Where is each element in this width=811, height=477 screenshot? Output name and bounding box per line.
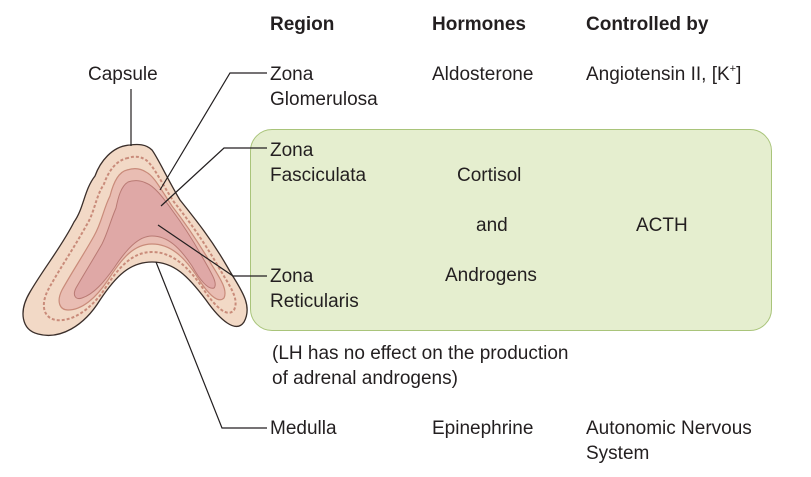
fasciculata-region-line2: Fasciculata (270, 165, 367, 186)
androgens-hormone: Androgens (445, 265, 537, 286)
region-header: Region (270, 14, 335, 35)
glomerulosa-hormone: Aldosterone (432, 64, 534, 85)
potassium-charge-superscript: + (729, 62, 737, 75)
fasciculata-reticularis-highlight-box (250, 129, 772, 331)
lh-note-line1: (LH has no effect on the production (272, 343, 569, 364)
glomerulosa-region-line2: Glomerulosa (270, 89, 378, 110)
medulla-leader-line (155, 261, 267, 429)
and-conjunction: and (476, 215, 508, 236)
controlled-by-header: Controlled by (586, 14, 709, 35)
capsule-label: Capsule (88, 64, 158, 85)
medulla-control-line1: Autonomic Nervous (586, 418, 752, 439)
medulla-control-line2: System (586, 443, 650, 464)
reticularis-leader-line (157, 224, 267, 277)
medulla-region: Medulla (270, 418, 337, 439)
fasciculata-leader-line (160, 147, 267, 207)
medulla-hormone: Epinephrine (432, 418, 534, 439)
reticularis-region-line2: Reticularis (270, 291, 359, 312)
glomerulosa-region-line1: Zona (270, 64, 314, 85)
glomerulosa-control: Angiotensin II, [K+] (586, 62, 741, 87)
glomerulosa-control-close: ] (736, 64, 742, 85)
glomerulosa-leader-line (159, 72, 267, 191)
acth-control: ACTH (636, 215, 688, 236)
hormones-header: Hormones (432, 14, 526, 35)
lh-note-line2: of adrenal androgens) (272, 368, 458, 389)
glomerulosa-control-text: Angiotensin II, [K (586, 64, 730, 85)
fasciculata-region-line1: Zona (270, 140, 314, 161)
medulla-shape (73, 180, 216, 299)
zona-glomerulosa-band (42, 155, 237, 322)
reticularis-region-line1: Zona (270, 266, 314, 287)
cortisol-hormone: Cortisol (457, 165, 522, 186)
